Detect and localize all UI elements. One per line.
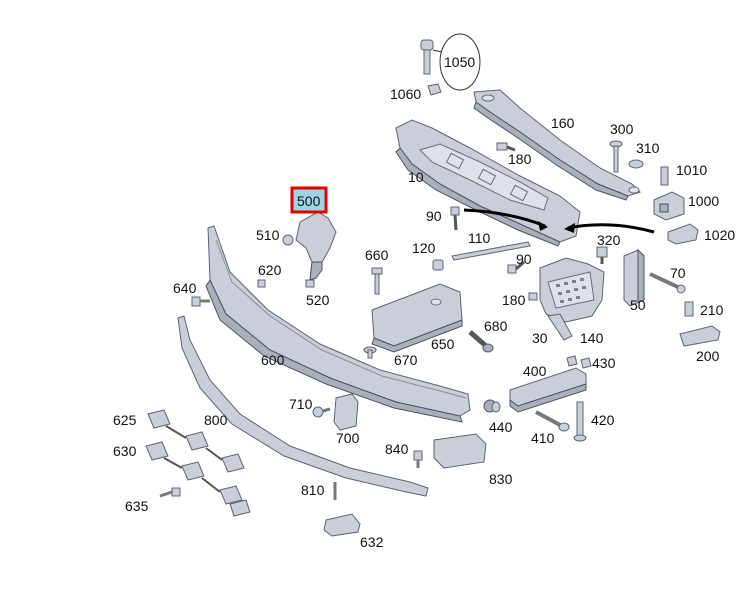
bracket-650 <box>371 283 463 353</box>
clip-670 <box>363 346 377 359</box>
bumper-beam-600 <box>205 225 471 423</box>
label-680: 680 <box>484 318 508 334</box>
arrow-right <box>567 223 655 234</box>
bolt-840 <box>413 450 423 468</box>
washer-310 <box>628 159 644 169</box>
label-160: 160 <box>551 115 575 131</box>
label-640: 640 <box>173 280 197 296</box>
bracket-500 <box>295 211 337 281</box>
bolt-440 <box>483 399 501 413</box>
label-660: 660 <box>365 247 389 263</box>
label-620: 620 <box>258 262 282 278</box>
bracket-200 <box>679 325 721 347</box>
label-440: 440 <box>489 419 513 435</box>
bolt-620 <box>257 279 266 288</box>
arrow-left <box>463 208 546 228</box>
label-420: 420 <box>591 412 615 428</box>
bolt-1050 <box>420 39 434 75</box>
bracket-632 <box>323 513 361 537</box>
label-1060: 1060 <box>390 86 421 102</box>
label-510: 510 <box>256 227 280 243</box>
lower-trim-800 <box>177 315 429 497</box>
bolt-640 <box>191 296 210 307</box>
bracket-830 <box>433 433 487 469</box>
label-200: 200 <box>696 348 720 364</box>
label-120: 120 <box>412 240 436 256</box>
label-710: 710 <box>289 396 313 412</box>
label-410: 410 <box>531 430 555 446</box>
upper-carrier-160 <box>473 89 641 201</box>
label-400: 400 <box>523 363 547 379</box>
bracket-400 <box>509 367 587 413</box>
label-630: 630 <box>113 443 137 459</box>
nut-1060 <box>427 83 442 96</box>
bracket-700 <box>333 393 359 431</box>
label-30: 30 <box>532 330 548 346</box>
label-520: 520 <box>306 292 330 308</box>
bolt-180b <box>528 292 538 301</box>
clip-120 <box>432 259 444 271</box>
carrier-plate-10 <box>395 119 581 247</box>
label-90a: 90 <box>426 208 442 224</box>
bracket-1000 <box>653 191 685 221</box>
label-830: 830 <box>489 471 513 487</box>
label-1010: 1010 <box>676 162 707 178</box>
label-650: 650 <box>431 336 455 352</box>
label-635: 635 <box>125 498 149 514</box>
bolt-520 <box>305 279 315 288</box>
bolt-320 <box>596 246 608 264</box>
label-310: 310 <box>636 140 660 156</box>
label-1000: 1000 <box>688 193 719 209</box>
bolt-430 <box>566 355 592 369</box>
bolt-410 <box>535 410 570 432</box>
rod-110 <box>451 241 531 261</box>
label-300: 300 <box>610 121 634 137</box>
bolt-635 <box>159 487 181 498</box>
label-632: 632 <box>360 534 384 550</box>
label-210: 210 <box>700 302 724 318</box>
crash-box-30-140 <box>539 257 605 341</box>
label-670: 670 <box>394 352 418 368</box>
label-90b: 90 <box>516 251 532 267</box>
label-600: 600 <box>261 352 285 368</box>
bolt-180a <box>496 142 508 151</box>
label-840: 840 <box>385 441 409 457</box>
label-70: 70 <box>670 265 686 281</box>
bracket-50 <box>623 248 645 307</box>
bolt-70 <box>649 272 686 294</box>
bolt-300 <box>609 140 623 173</box>
label-50: 50 <box>630 297 646 313</box>
label-430: 430 <box>592 355 616 371</box>
label-625: 625 <box>113 412 137 428</box>
washer-510 <box>282 234 294 246</box>
bolt-1010 <box>660 166 669 186</box>
label-1050: 1050 <box>444 54 475 70</box>
label-180a: 180 <box>508 151 532 167</box>
bolt-660 <box>371 267 383 295</box>
bolt-420 <box>573 401 587 442</box>
bolt-90b <box>507 260 525 274</box>
bolt-210 <box>684 301 694 317</box>
callout-ring-1050 <box>439 33 481 91</box>
label-110: 110 <box>468 230 491 246</box>
label-180b: 180 <box>502 292 526 308</box>
label-1020: 1020 <box>704 227 735 243</box>
label-140: 140 <box>580 330 604 346</box>
label-700: 700 <box>336 430 360 446</box>
label-320: 320 <box>597 232 621 248</box>
bracket-1020 <box>667 223 699 245</box>
label-800: 800 <box>204 412 228 428</box>
label-500: 500 <box>297 193 321 209</box>
bolt-90a <box>450 206 460 216</box>
label-10: 10 <box>408 169 424 185</box>
label-810: 810 <box>301 482 325 498</box>
sensor-holders-625-630 <box>145 409 251 517</box>
bolt-710 <box>312 406 331 418</box>
bolt-680 <box>468 330 494 353</box>
highlight-box-500: 500 <box>290 186 328 214</box>
